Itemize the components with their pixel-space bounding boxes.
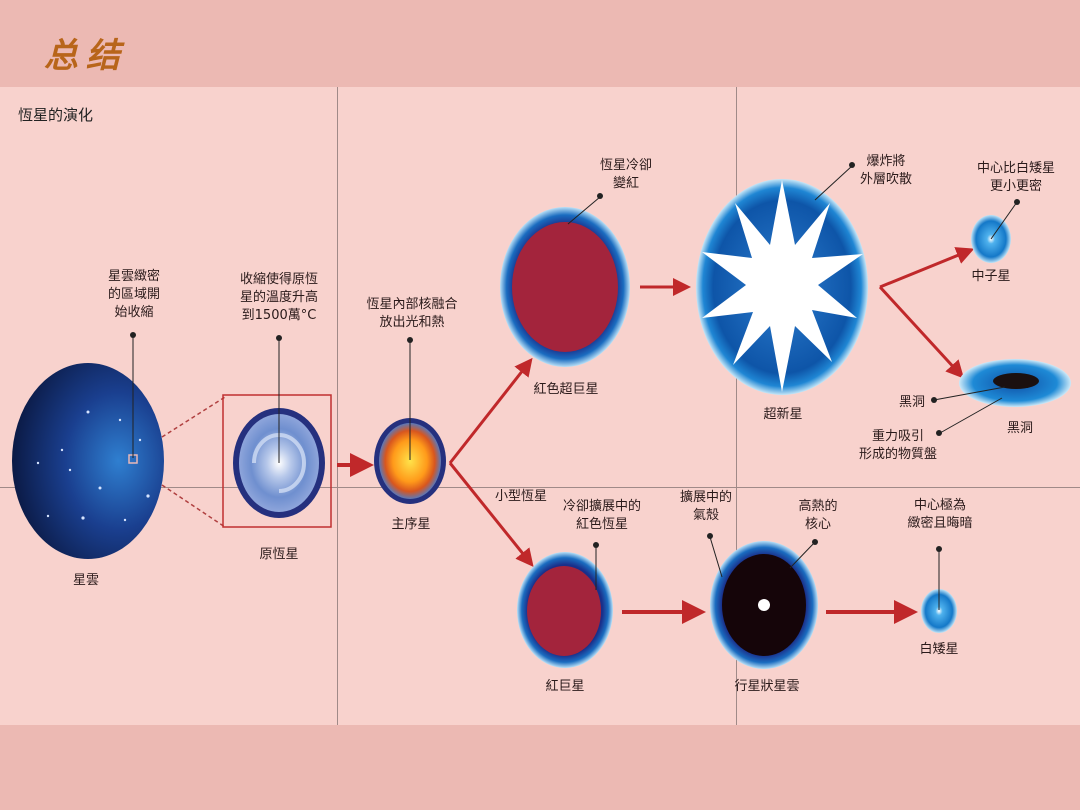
neutron-star-note: 中心比白矮星 更小更密 <box>976 161 1055 194</box>
planetary-nebula-shell-note: 擴展中的 氣殼 <box>679 490 732 523</box>
leader-dot <box>130 332 136 338</box>
planetary-nebula-illustration <box>710 541 818 669</box>
leader-dot <box>812 539 818 545</box>
leader-dot <box>407 337 413 343</box>
leader-dot <box>707 533 713 539</box>
neutron-star-label: 中子星 <box>971 269 1011 284</box>
supernova-label: 超新星 <box>763 407 803 422</box>
column-divider <box>736 87 737 725</box>
black-hole-label: 黑洞 <box>1006 421 1033 436</box>
planetary-nebula-label: 行星狀星雲 <box>734 679 800 694</box>
red-giant-label: 紅巨星 <box>545 679 585 694</box>
white-dwarf-label: 白矮星 <box>919 642 959 657</box>
red-supergiant-illustration <box>500 207 630 367</box>
nebula-label: 星雲 <box>72 573 99 588</box>
main-sequence-star-illustration <box>374 418 446 504</box>
nebula-note: 星雲緻密 的區域開 始收縮 <box>107 269 160 320</box>
slide-title: 总结 <box>44 36 128 76</box>
white-dwarf-illustration <box>921 589 957 633</box>
leader-dot <box>931 397 937 403</box>
leader-dot <box>276 335 282 341</box>
white-dwarf-note: 中心極為 緻密且晦暗 <box>907 498 973 531</box>
red-supergiant-note: 恆星冷卻 變紅 <box>599 158 652 191</box>
leader-dot <box>597 193 603 199</box>
main-sequence-label: 主序星 <box>391 517 431 532</box>
red-giant-note: 冷卻擴展中的 紅色恆星 <box>562 499 641 532</box>
slide-header: 总结 <box>0 0 1080 87</box>
leader-dot <box>849 162 855 168</box>
red-supergiant-label: 紅色超巨星 <box>533 382 599 397</box>
black-hole-disk-note: 重力吸引 形成的物質盤 <box>858 429 937 462</box>
leader-dot <box>593 542 599 548</box>
small-star-branch-label: 小型恆星 <box>494 489 547 504</box>
leader-dot <box>1014 199 1020 205</box>
leader-dot <box>936 546 942 552</box>
supernova-illustration <box>696 179 868 395</box>
leader-dot <box>936 430 942 436</box>
nebula-illustration <box>12 363 164 559</box>
protostar-label: 原恆星 <box>259 547 299 562</box>
protostar-note: 收縮使得原恆 星的溫度升高 到1500萬°C <box>239 272 318 323</box>
planetary-nebula-core-note: 高熱的 核心 <box>798 499 838 532</box>
main-sequence-note: 恆星內部核融合 放出光和熱 <box>366 297 458 330</box>
slide-footer <box>0 725 1080 810</box>
supernova-note: 爆炸將 外層吹散 <box>859 154 912 187</box>
black-hole-illustration <box>959 359 1071 407</box>
row-divider <box>0 487 1080 488</box>
diagram-subtitle: 恆星的演化 <box>18 106 94 124</box>
red-giant-illustration <box>517 552 613 668</box>
black-hole-core-note: 黑洞 <box>898 395 925 410</box>
column-divider <box>337 87 338 725</box>
